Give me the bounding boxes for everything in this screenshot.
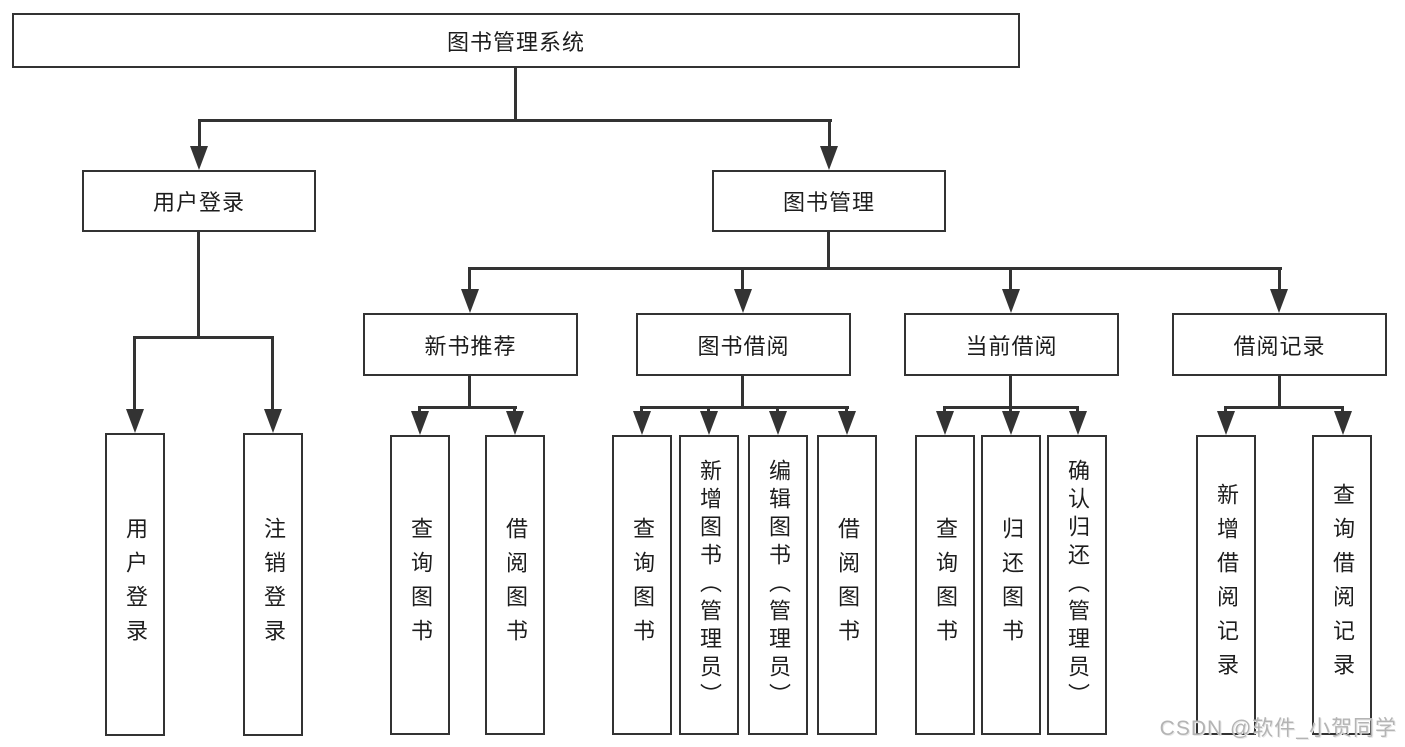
arrow-borrow-records [1270, 289, 1288, 313]
leaf-edit-books-admin: 编辑图书（管理员） [748, 435, 808, 735]
leaf-query-borrow-record: 查询借阅记录 [1312, 435, 1372, 735]
connector-login-rail [133, 336, 273, 339]
leaf-logout: 注销登录 [243, 433, 303, 736]
connector-g4-rail [1224, 406, 1344, 409]
node-user-login: 用户登录 [82, 170, 316, 232]
connector-drop-login-leaf-1 [133, 336, 136, 411]
node-label: 图书管理系统 [446, 29, 585, 55]
connector-drop-user-login [198, 119, 201, 149]
node-new-book-recommend: 新书推荐 [363, 313, 578, 376]
connector-g4-trunk [1278, 376, 1281, 409]
connector-g3-drop-3 [1076, 406, 1079, 414]
leaf-add-borrow-record: 新增借阅记录 [1196, 435, 1256, 735]
arrow-new-book [461, 289, 479, 313]
arrow-g3-leaf-2 [1002, 411, 1020, 435]
leaf-label: 新增图书（管理员） [697, 459, 722, 711]
leaf-label: 借阅图书 [835, 517, 860, 653]
connector-login-trunk [197, 232, 200, 339]
connector-g2-drop-3 [776, 406, 779, 414]
leaf-label: 确认归还（管理员） [1065, 459, 1090, 711]
node-label: 借阅记录 [1233, 333, 1326, 359]
connector-g1-drop-2 [513, 406, 516, 414]
arrow-book-management [820, 146, 838, 170]
leaf-query-books-g2: 查询图书 [612, 435, 672, 735]
watermark-csdn: CSDN @软件_小贺同学 [1159, 717, 1397, 740]
leaf-label: 新增借阅记录 [1214, 483, 1239, 687]
connector-root-rail [198, 119, 832, 122]
connector-g2-drop-1 [640, 406, 643, 414]
leaf-label: 查询图书 [408, 517, 433, 653]
connector-drop-new-book [468, 267, 471, 291]
node-book-management: 图书管理 [712, 170, 946, 232]
arrow-g4-leaf-1 [1217, 411, 1235, 435]
connector-mgmt-trunk [827, 232, 830, 270]
arrow-g1-leaf-1 [411, 411, 429, 435]
leaf-label: 编辑图书（管理员） [766, 459, 791, 711]
leaf-label: 用户登录 [123, 516, 148, 653]
leaf-borrow-books-g1: 借阅图书 [485, 435, 545, 735]
leaf-user-login: 用户登录 [105, 433, 165, 736]
arrow-login-leaf-1 [126, 409, 144, 433]
connector-g2-drop-2 [707, 406, 710, 414]
connector-g2-drop-4 [845, 406, 848, 414]
node-label: 图书管理 [782, 190, 875, 215]
node-library-management-system: 图书管理系统 [12, 13, 1020, 68]
leaf-confirm-return-admin: 确认归还（管理员） [1047, 435, 1107, 735]
connector-root-trunk [514, 68, 517, 122]
leaf-add-books-admin: 新增图书（管理员） [679, 435, 739, 735]
node-current-borrow: 当前借阅 [904, 313, 1119, 376]
connector-g2-rail [640, 406, 849, 409]
arrow-login-leaf-2 [264, 409, 282, 433]
connector-drop-login-leaf-2 [271, 336, 274, 411]
arrow-g2-leaf-4 [838, 411, 856, 435]
node-label: 用户登录 [152, 190, 245, 215]
leaf-label: 查询借阅记录 [1330, 483, 1355, 687]
leaf-label: 查询图书 [630, 517, 655, 653]
node-label: 当前借阅 [965, 333, 1058, 359]
leaf-label: 归还图书 [999, 517, 1024, 653]
connector-drop-book-borrow [741, 267, 744, 291]
arrow-g3-leaf-3 [1069, 411, 1087, 435]
arrow-g3-leaf-1 [936, 411, 954, 435]
leaf-query-books-g3: 查询图书 [915, 435, 975, 735]
node-borrow-records: 借阅记录 [1172, 313, 1387, 376]
connector-g3-drop-2 [1009, 406, 1012, 414]
leaf-label: 查询图书 [933, 517, 958, 653]
leaf-borrow-books-g2: 借阅图书 [817, 435, 877, 735]
arrow-current-borrow [1002, 289, 1020, 313]
arrow-user-login [190, 146, 208, 170]
arrow-g2-leaf-1 [633, 411, 651, 435]
connector-g3-drop-1 [943, 406, 946, 414]
connector-drop-book-management [828, 119, 831, 149]
leaf-label: 注销登录 [261, 516, 286, 653]
connector-g1-trunk [468, 376, 471, 409]
node-book-borrow: 图书借阅 [636, 313, 851, 376]
arrow-g2-leaf-3 [769, 411, 787, 435]
connector-g4-drop-2 [1341, 406, 1344, 414]
leaf-label: 借阅图书 [503, 517, 528, 653]
node-label: 新书推荐 [424, 333, 517, 359]
connector-g1-drop-1 [418, 406, 421, 414]
leaf-query-books-g1: 查询图书 [390, 435, 450, 735]
connector-g4-drop-1 [1224, 406, 1227, 414]
arrow-g2-leaf-2 [700, 411, 718, 435]
arrow-book-borrow [734, 289, 752, 313]
connector-drop-borrow-records [1278, 267, 1281, 291]
connector-g3-trunk [1009, 376, 1012, 409]
connector-g1-rail [418, 406, 517, 409]
arrow-g4-leaf-2 [1334, 411, 1352, 435]
node-label: 图书借阅 [697, 333, 790, 359]
leaf-return-books: 归还图书 [981, 435, 1041, 735]
connector-drop-current-borrow [1009, 267, 1012, 291]
connector-g2-trunk [741, 376, 744, 409]
connector-mgmt-rail [468, 267, 1282, 270]
arrow-g1-leaf-2 [506, 411, 524, 435]
